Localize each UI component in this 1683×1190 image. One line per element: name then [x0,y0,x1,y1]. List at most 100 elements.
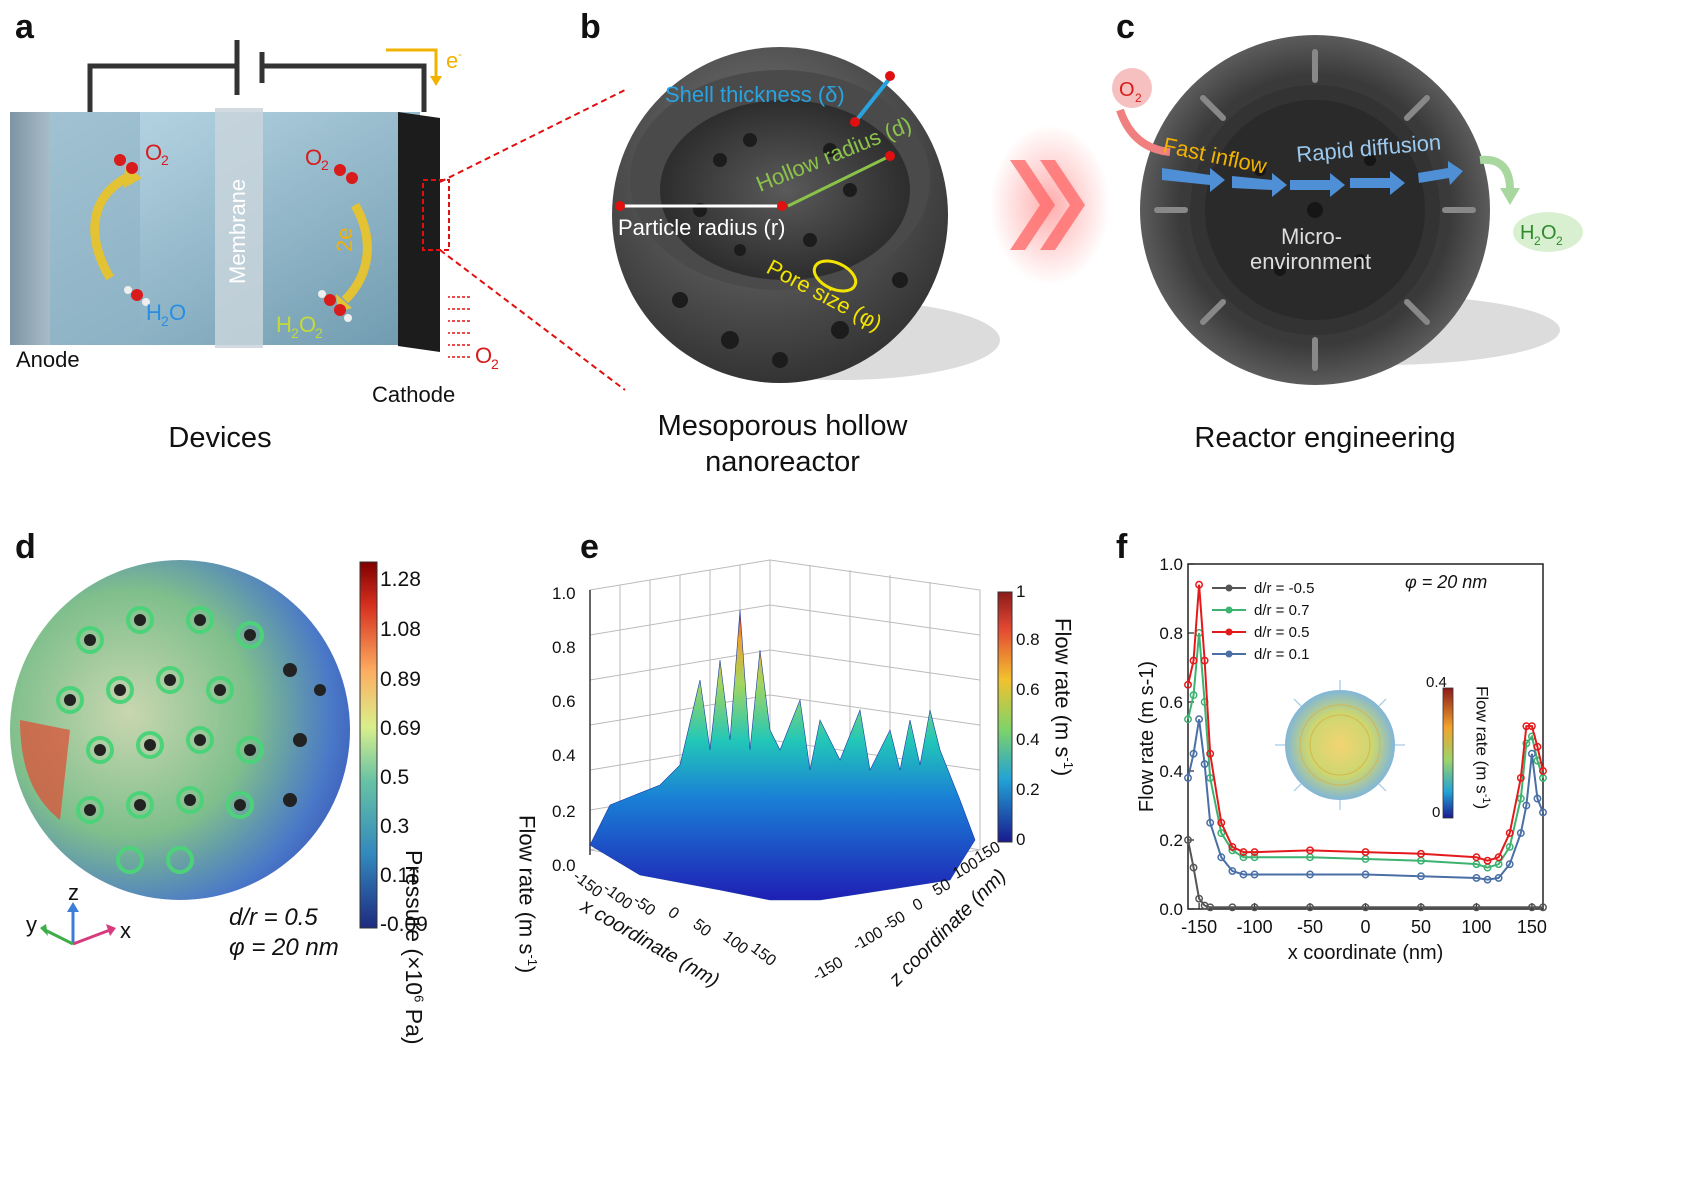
legend-marker [1225,584,1233,592]
xaxis-tick: -50 [629,892,659,920]
x-tick-label: -100 [1237,917,1273,937]
data-point [1228,867,1237,875]
data-point [1217,818,1226,827]
data-point [1250,848,1259,857]
data-point [1200,760,1209,769]
data-point [1417,849,1425,858]
y-axis-label: Flow rate (m s-1) [1136,661,1158,812]
colorbar-tick: 0.89 [380,668,421,691]
micro-label-line1: Micro- [1281,224,1342,249]
data-point [1505,829,1514,838]
data-point [1417,872,1425,881]
data-point [1516,829,1525,838]
axis-z-label: z [68,880,79,905]
legend-label: d/r = 0.5 [1254,624,1309,641]
svg-text:2: 2 [491,356,499,372]
flow-rate-3d-labels: 1.0 0.8 0.6 0.4 0.2 0.0 Flow rate (m s-1… [515,550,1076,1020]
svg-text:2: 2 [1135,91,1142,105]
o2-bubble-label: O [1119,79,1135,101]
o2-inflow-label: O [475,343,492,368]
data-point [1206,903,1215,912]
yaxis-tick: 50 [930,876,954,900]
series-line [1187,584,1544,862]
data-point [1539,767,1547,775]
panel-letter-a: a [15,8,34,46]
o2-anode-label: O [145,140,162,165]
data-point [1189,656,1198,665]
data-point [1361,870,1370,879]
data-point [1494,853,1503,862]
svg-text:2: 2 [161,313,169,329]
data-point [1239,870,1248,879]
svg-text:2: 2 [1556,234,1563,248]
inset-colorbar-title: Flow rate (m s-1) [1472,686,1492,810]
series-line [1187,719,1544,881]
data-point [1505,860,1514,869]
device-illustration: O 2 O 2 H 2 O H 2 O 2 2e e - Membrane An… [10,40,626,407]
xaxis-tick: 0 [664,904,683,923]
inset-flow-sphere [1275,680,1454,819]
panel-letter-f: f [1116,528,1128,566]
data-point [1250,853,1259,862]
micro-label-line2: environment [1250,249,1371,274]
pressure-colorbar-title: Pressure (×106 Pa) [401,850,427,1045]
svg-text:2: 2 [321,157,329,173]
data-point [1522,739,1531,748]
panel-letter-b: b [580,8,601,46]
data-point [1184,836,1192,844]
x-tick-label: -50 [1297,917,1323,937]
y-tick-label: 0.8 [1159,624,1183,643]
data-point [1472,874,1481,882]
yaxis-tick: 0 [910,895,927,915]
axis-x-label: x [120,918,131,943]
colorbar-tick: -0.09 [380,913,428,936]
series-line [1187,839,1543,909]
flow-rate-3d-surface [589,559,1013,901]
data-point [1306,903,1314,912]
data-point [1206,818,1215,827]
cathode-label: Cathode [372,382,455,407]
two-electron-label: 2e [332,228,357,252]
e-colorbar-tick: 0.8 [1016,630,1040,649]
reactor-engineering-illustration: O 2 Fast inflow Rapid diffusion Micro- e… [1112,35,1583,385]
zaxis-tick: 0.2 [552,802,576,821]
h2o2-product-label: H [1520,222,1534,244]
data-point [1483,875,1492,884]
series-line [1187,632,1544,869]
legend-marker [1225,606,1233,614]
svg-text:2: 2 [161,152,169,168]
zaxis-tick: 0.4 [552,746,576,765]
inset-colorbar-tick-bottom: 0 [1432,804,1441,821]
data-point [1505,842,1514,851]
data-point [1527,722,1536,731]
yaxis-tick: -50 [880,908,909,935]
svg-text:O: O [1541,222,1557,244]
shell-thickness-label: Shell thickness (δ) [665,82,845,107]
e-colorbar-tick: 0 [1016,830,1026,849]
caption-nanoreactor-line2: nanoreactor [705,446,860,478]
svg-text:2: 2 [291,325,299,341]
data-point [1228,903,1237,912]
legend-label: d/r = -0.5 [1254,580,1314,597]
data-point [1195,580,1204,589]
data-point [1184,773,1192,782]
chevron-arrow-icon [990,125,1110,285]
pressure-colorbar-ticks: 1.28 1.08 0.89 0.69 0.5 0.3 0.11 -0.09 [380,568,450,948]
data-point [1184,680,1192,689]
y-tick-label: 0.2 [1159,831,1183,850]
legend-label: d/r = 0.1 [1254,646,1309,663]
caption-nanoreactor: Mesoporous hollow nanoreactor [620,408,945,480]
colorbar-tick: 0.11 [380,864,420,887]
data-point [1189,863,1198,872]
particle-radius-label: Particle radius (r) [618,215,785,240]
data-point [1472,903,1481,912]
e-colorbar-tick: 0.4 [1016,730,1040,749]
data-point [1417,903,1425,912]
data-point [1206,749,1215,758]
e-colorbar-tick: 0.6 [1016,680,1040,699]
data-point [1189,749,1198,758]
phi-annotation: φ = 20 nm [1405,572,1488,592]
data-point [1228,842,1237,851]
zaxis-tick: 0.0 [552,856,576,875]
xaxis-tick: 150 [747,940,780,970]
